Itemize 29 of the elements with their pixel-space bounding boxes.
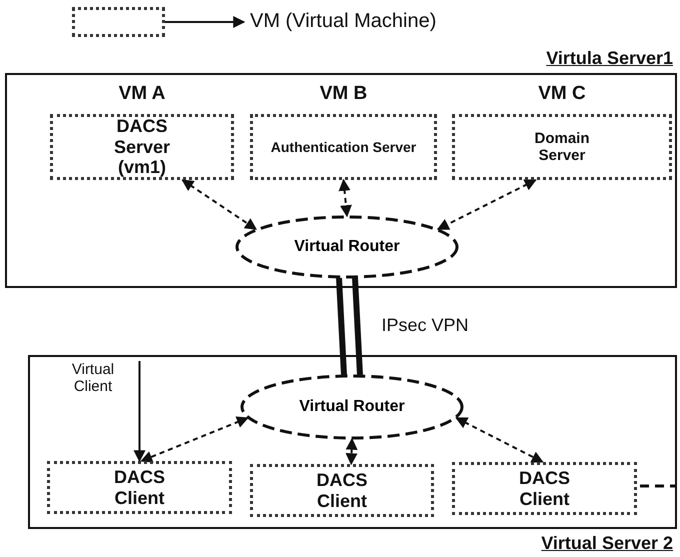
vm-heading: VM A xyxy=(118,83,166,105)
server-title: Virtula Server1 xyxy=(546,48,673,69)
vm-label: Domain Server xyxy=(533,130,590,164)
vm-box xyxy=(47,461,232,514)
router-ellipse xyxy=(235,215,459,279)
vm-box xyxy=(452,462,637,515)
vm-label: DACS Client xyxy=(315,470,368,512)
arrow xyxy=(165,16,246,28)
vm-heading: VM B xyxy=(318,83,368,105)
vm-heading: VM C xyxy=(537,83,587,105)
dashed-arrow xyxy=(140,416,249,462)
dashed-arrow xyxy=(455,417,544,463)
arrow xyxy=(134,361,146,462)
router-ellipse xyxy=(240,374,464,440)
vm-label: DACS Server (vm1) xyxy=(112,116,172,178)
dashed-arrow xyxy=(338,178,352,218)
vm-label: DACS Client xyxy=(112,466,166,508)
server-title: Virtual Server 2 xyxy=(541,533,673,554)
router-label: Virtual Router xyxy=(294,238,400,256)
vm-label: DACS Client xyxy=(518,468,571,510)
note-text: VM (Virtual Machine) xyxy=(250,10,438,33)
router-label: Virtual Router xyxy=(299,398,405,416)
legend-vm-box xyxy=(72,7,165,37)
dashed-arrow xyxy=(181,179,258,230)
vm-box xyxy=(250,464,434,517)
note-text: Virtual Client xyxy=(70,361,116,395)
vm-label: Authentication Server xyxy=(270,138,416,156)
dashed-arrow xyxy=(346,438,358,466)
dashed-arrow xyxy=(436,179,537,230)
